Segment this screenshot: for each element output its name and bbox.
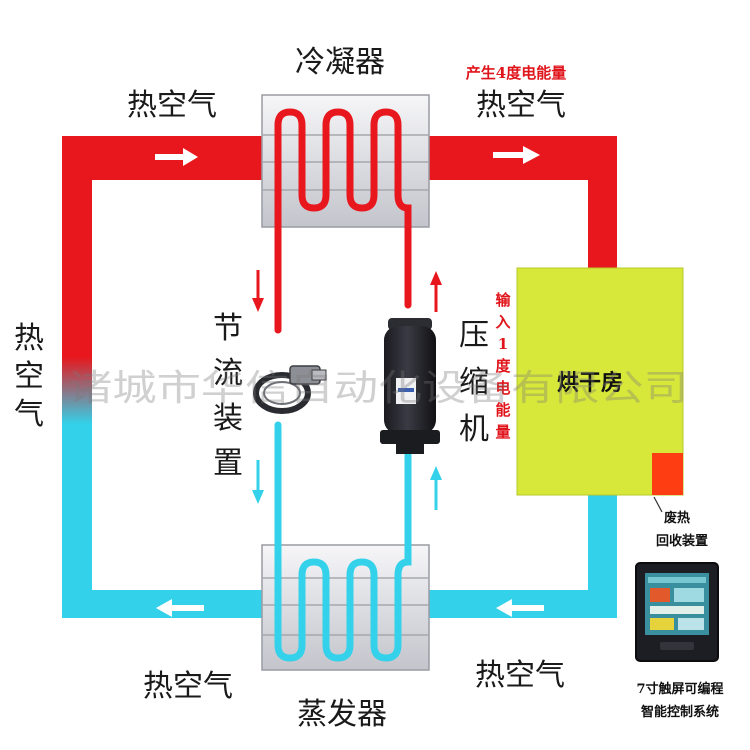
arrow-up-red — [430, 271, 442, 312]
flow-arrow-bottom-right — [496, 599, 544, 617]
compressor — [380, 318, 440, 454]
condenser-label: 冷凝器 — [295, 45, 385, 80]
svg-text:输: 输 — [495, 291, 511, 309]
svg-text:空: 空 — [14, 359, 44, 394]
hot-air-top-left: 热空气 — [127, 88, 217, 123]
svg-text:节: 节 — [213, 311, 243, 346]
arrow-down-red — [252, 270, 264, 312]
svg-text:装: 装 — [213, 401, 243, 436]
hot-air-bottom-right: 热空气 — [475, 658, 565, 693]
flow-arrow-top-right — [493, 146, 540, 164]
compressor-label: 压 缩 机 — [459, 318, 489, 447]
svg-text:能: 能 — [495, 401, 510, 419]
arrow-up-cyan — [430, 466, 442, 510]
controller-screen — [635, 562, 719, 662]
right-cold-pipe — [588, 495, 617, 618]
heat-recovery-label-2: 回收装置 — [656, 533, 708, 549]
evaporator-coil — [261, 421, 430, 671]
controller-label-1: 7寸触屏可编程 — [636, 681, 723, 697]
dryer-room-label: 烘干房 — [557, 370, 623, 396]
svg-text:机: 机 — [459, 412, 489, 447]
heat-recovery-device — [652, 453, 683, 495]
flow-arrow-top-left — [155, 148, 198, 166]
svg-text:量: 量 — [495, 423, 510, 441]
svg-text:压: 压 — [459, 318, 489, 353]
right-hot-pipe — [588, 136, 617, 271]
svg-text:电: 电 — [495, 379, 510, 397]
svg-text:1: 1 — [498, 335, 508, 353]
svg-text:缩: 缩 — [459, 365, 489, 400]
svg-text:度: 度 — [495, 357, 511, 375]
heat-recovery-label-1: 废热 — [664, 510, 690, 526]
svg-text:流: 流 — [213, 356, 243, 391]
company-watermark: 诸城市华信自动化设备有限公司 — [68, 368, 688, 409]
flow-arrow-bottom-left — [156, 599, 204, 617]
throttle-valve — [253, 365, 327, 414]
hot-air-bottom-left: 热空气 — [143, 669, 233, 704]
svg-text:气: 气 — [14, 397, 44, 432]
energy-input-label: 输 入 1 度 电 能 量 — [495, 291, 511, 441]
left-pipe — [62, 136, 92, 616]
svg-text:热: 热 — [14, 321, 44, 356]
hot-air-left-vertical: 热 空 气 — [14, 321, 44, 432]
energy-output-label: 产生4度电能量 — [466, 64, 566, 82]
throttle-label: 节 流 装 置 — [213, 311, 243, 481]
hot-air-top-right: 热空气 — [476, 88, 566, 123]
condenser-coil — [261, 94, 430, 334]
arrow-down-cyan — [252, 460, 264, 504]
controller-label-2: 智能控制系统 — [641, 704, 719, 720]
evaporator-label: 蒸发器 — [297, 697, 387, 732]
svg-text:入: 入 — [495, 313, 510, 331]
svg-text:置: 置 — [213, 446, 243, 481]
